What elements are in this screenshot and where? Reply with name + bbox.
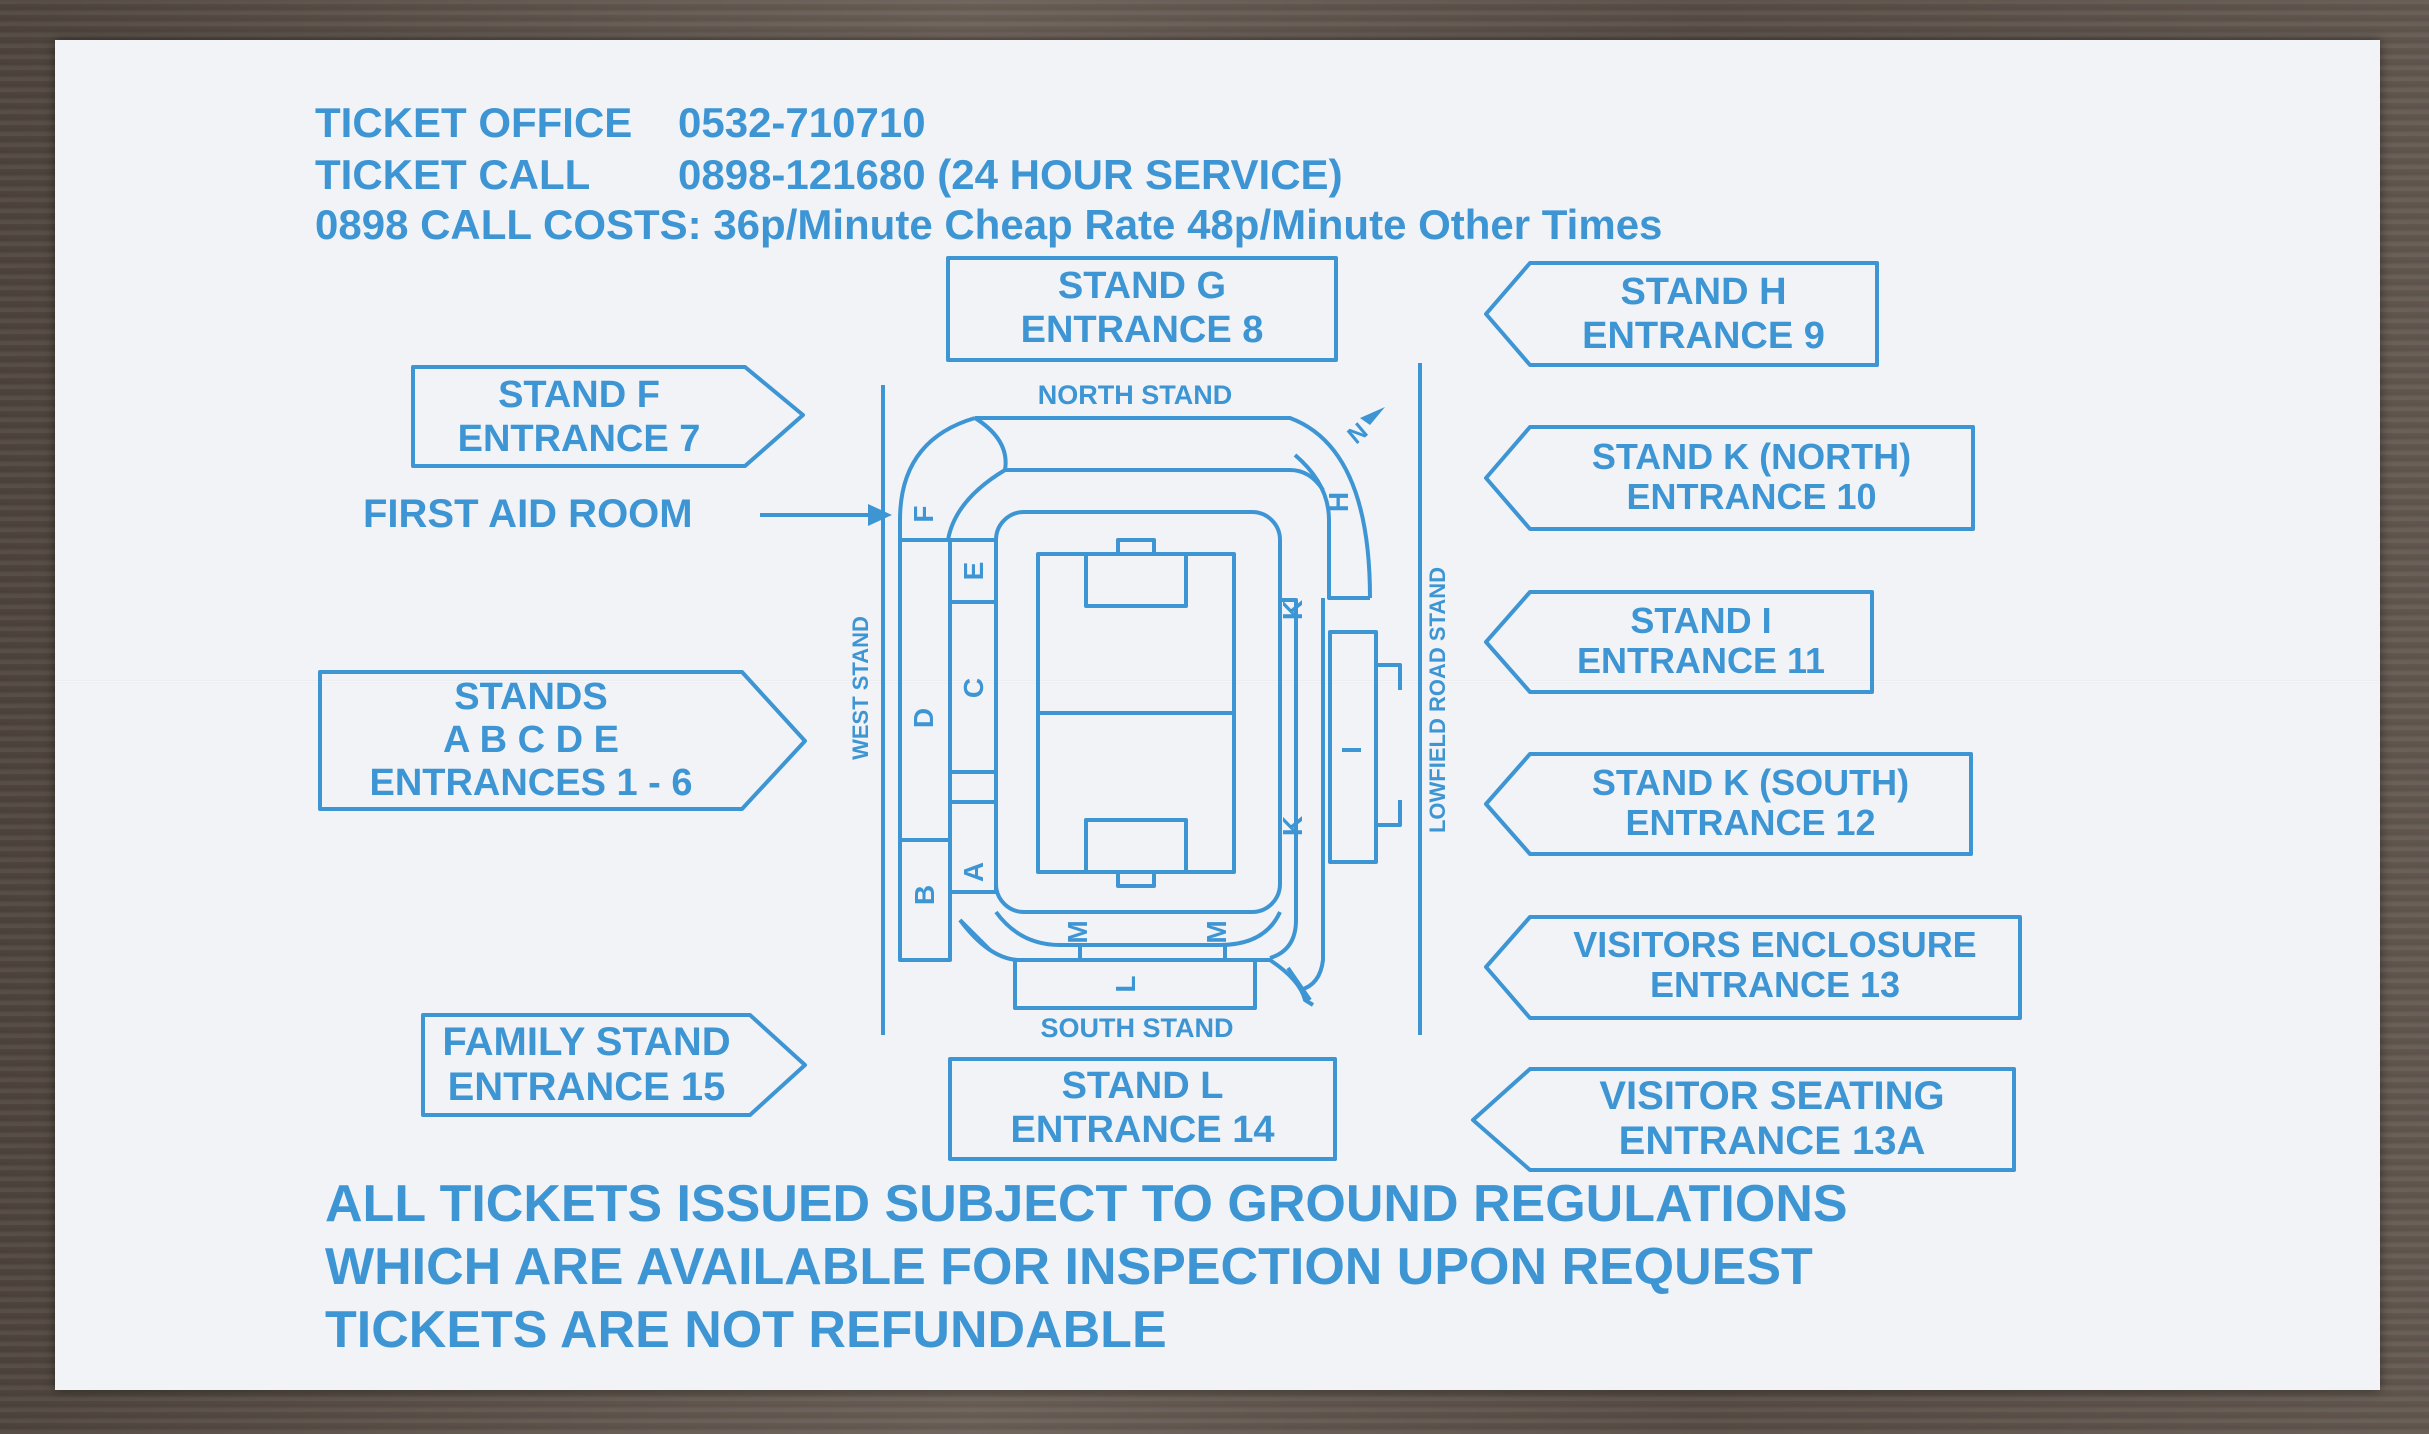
stand-h-label: STAND H ENTRANCE 9 (1530, 270, 1877, 358)
north-goal (1116, 538, 1156, 556)
box-stands-abcde (318, 670, 807, 811)
first-aid-arrow-head (868, 504, 892, 526)
section-b-label: B (909, 885, 940, 905)
stand-i-name: STAND I (1630, 600, 1772, 641)
stand-f-outer-outline (898, 416, 976, 960)
box-stand-f (411, 365, 805, 468)
section-m-left-label: M (1062, 920, 1093, 943)
stand-l-name: STAND L (1061, 1065, 1224, 1107)
box-stand-h (1484, 261, 1879, 367)
section-m-right-label: M (1201, 920, 1232, 943)
east-stand-inner (1269, 555, 1298, 960)
family-stand-label: FAMILY STAND ENTRANCE 15 (423, 1020, 750, 1110)
stands-abcde-entrances: ENTRANCES 1 - 6 (369, 762, 693, 804)
visitors-enclosure-name: VISITORS ENCLOSURE (1573, 924, 1977, 965)
section-i-label: I (1336, 746, 1367, 754)
call-costs-line: 0898 CALL COSTS: 36p/Minute Cheap Rate 4… (315, 201, 1663, 248)
ticket-office-number: 0532-710710 (678, 99, 926, 146)
south-stand-label: SOUTH STAND (1041, 1013, 1234, 1043)
section-k-upper-label: K (1277, 600, 1308, 620)
footer-line-3: TICKETS ARE NOT REFUNDABLE (325, 1301, 1167, 1359)
stand-h-entrance: ENTRANCE 9 (1582, 315, 1825, 357)
family-stand-name: FAMILY STAND (442, 1020, 731, 1064)
stand-k-south-entrance: ENTRANCE 12 (1625, 802, 1876, 843)
visitor-seating-name: VISITOR SEATING (1599, 1074, 1945, 1118)
east-stand-outer (1299, 598, 1325, 992)
stand-k-north-name: STAND K (NORTH) (1591, 436, 1912, 477)
ticket-call-number: 0898-121680 (24 HOUR SERVICE) (678, 151, 1343, 198)
stands-abcde-letters: A B C D E (443, 719, 619, 761)
stand-i-entrance: ENTRANCE 11 (1576, 640, 1826, 681)
first-aid-room-label: FIRST AID ROOM (363, 492, 693, 536)
stand-k-south-label: STAND K (SOUTH) ENTRANCE 12 (1530, 763, 1971, 843)
box-family-stand (421, 1013, 807, 1117)
stand-f-entrance: ENTRANCE 7 (457, 418, 701, 460)
section-l-label: L (1110, 975, 1141, 992)
section-b-block (898, 838, 952, 962)
ticket-call-label: TICKET CALL (315, 151, 591, 198)
stand-h-outline (975, 416, 1372, 600)
west-stand-main-block (898, 538, 952, 842)
box-stand-k-north (1484, 425, 1975, 531)
stand-h-name: STAND H (1620, 271, 1787, 313)
lowfield-road-stand-label: LOWFIELD ROAD STAND (1425, 567, 1450, 833)
stand-g-label: STAND G ENTRANCE 8 (948, 264, 1336, 352)
footer-line-2: WHICH ARE AVAILABLE FOR INSPECTION UPON … (325, 1238, 1813, 1296)
se-corner-line (1286, 966, 1312, 1002)
stand-i-steps (1376, 663, 1402, 827)
north-arrow-icon (1360, 407, 1385, 425)
sw-corner-line (958, 918, 992, 952)
stand-g-entrance: ENTRANCE 8 (1020, 309, 1264, 351)
section-c-label: C (958, 678, 989, 698)
south-goal (1116, 870, 1156, 888)
box-visitors-enclosure (1484, 915, 2022, 1020)
visitor-seating-entrance: ENTRANCE 13A (1618, 1119, 1926, 1163)
stand-f-inner-outline (946, 468, 1007, 541)
pitch-surround (994, 510, 1282, 914)
section-e-label: E (958, 562, 989, 581)
south-inner-curve (994, 910, 1282, 947)
footer-line-1: ALL TICKETS ISSUED SUBJECT TO GROUND REG… (325, 1175, 1848, 1233)
visitor-seating-label: VISITOR SEATING ENTRANCE 13A (1530, 1074, 2014, 1164)
north-stand-label: NORTH STAND (1038, 380, 1232, 410)
family-stand-entrance: ENTRANCE 15 (447, 1065, 726, 1109)
section-l-block (1013, 958, 1257, 1010)
visitors-enclosure-label: VISITORS ENCLOSURE ENTRANCE 13 (1530, 925, 2020, 1005)
box-stand-l (948, 1057, 1337, 1161)
north-stand-outline (973, 416, 1325, 492)
section-k-lower-label: K (1277, 816, 1308, 836)
box-stand-i (1484, 590, 1874, 694)
stand-k-north-label: STAND K (NORTH) ENTRANCE 10 (1530, 437, 1973, 517)
stand-i-block (1328, 630, 1378, 864)
stands-abcde-label: STANDS A B C D E ENTRANCES 1 - 6 (320, 676, 742, 805)
section-d-label: D (908, 708, 939, 728)
stand-g-name: STAND G (1057, 265, 1227, 307)
stand-k-south-name: STAND K (SOUTH) (1591, 762, 1910, 803)
ticket-fold-crease (55, 680, 2380, 683)
stands-abcde-name: STANDS (454, 676, 608, 718)
box-stand-g (946, 256, 1338, 362)
section-h-label: H (1323, 492, 1354, 512)
section-f-label: F (908, 505, 939, 522)
box-stand-k-south (1484, 752, 1973, 856)
section-a-label: A (958, 862, 989, 882)
stand-l-label: STAND L ENTRANCE 14 (950, 1064, 1335, 1152)
stand-k-north-entrance: ENTRANCE 10 (1626, 476, 1877, 517)
south-penalty-box (1084, 818, 1188, 874)
north-penalty-box (1084, 552, 1188, 608)
box-visitor-seating (1471, 1067, 2016, 1172)
stand-f-label: STAND F ENTRANCE 7 (413, 373, 745, 461)
ticket-office-label: TICKET OFFICE (315, 99, 633, 146)
stand-i-label: STAND I ENTRANCE 11 (1530, 601, 1872, 681)
visitors-enclosure-entrance: ENTRANCE 13 (1649, 964, 1901, 1005)
stand-f-name: STAND F (498, 374, 660, 416)
stand-l-entrance: ENTRANCE 14 (1010, 1109, 1275, 1151)
west-stand-label: WEST STAND (848, 616, 873, 760)
